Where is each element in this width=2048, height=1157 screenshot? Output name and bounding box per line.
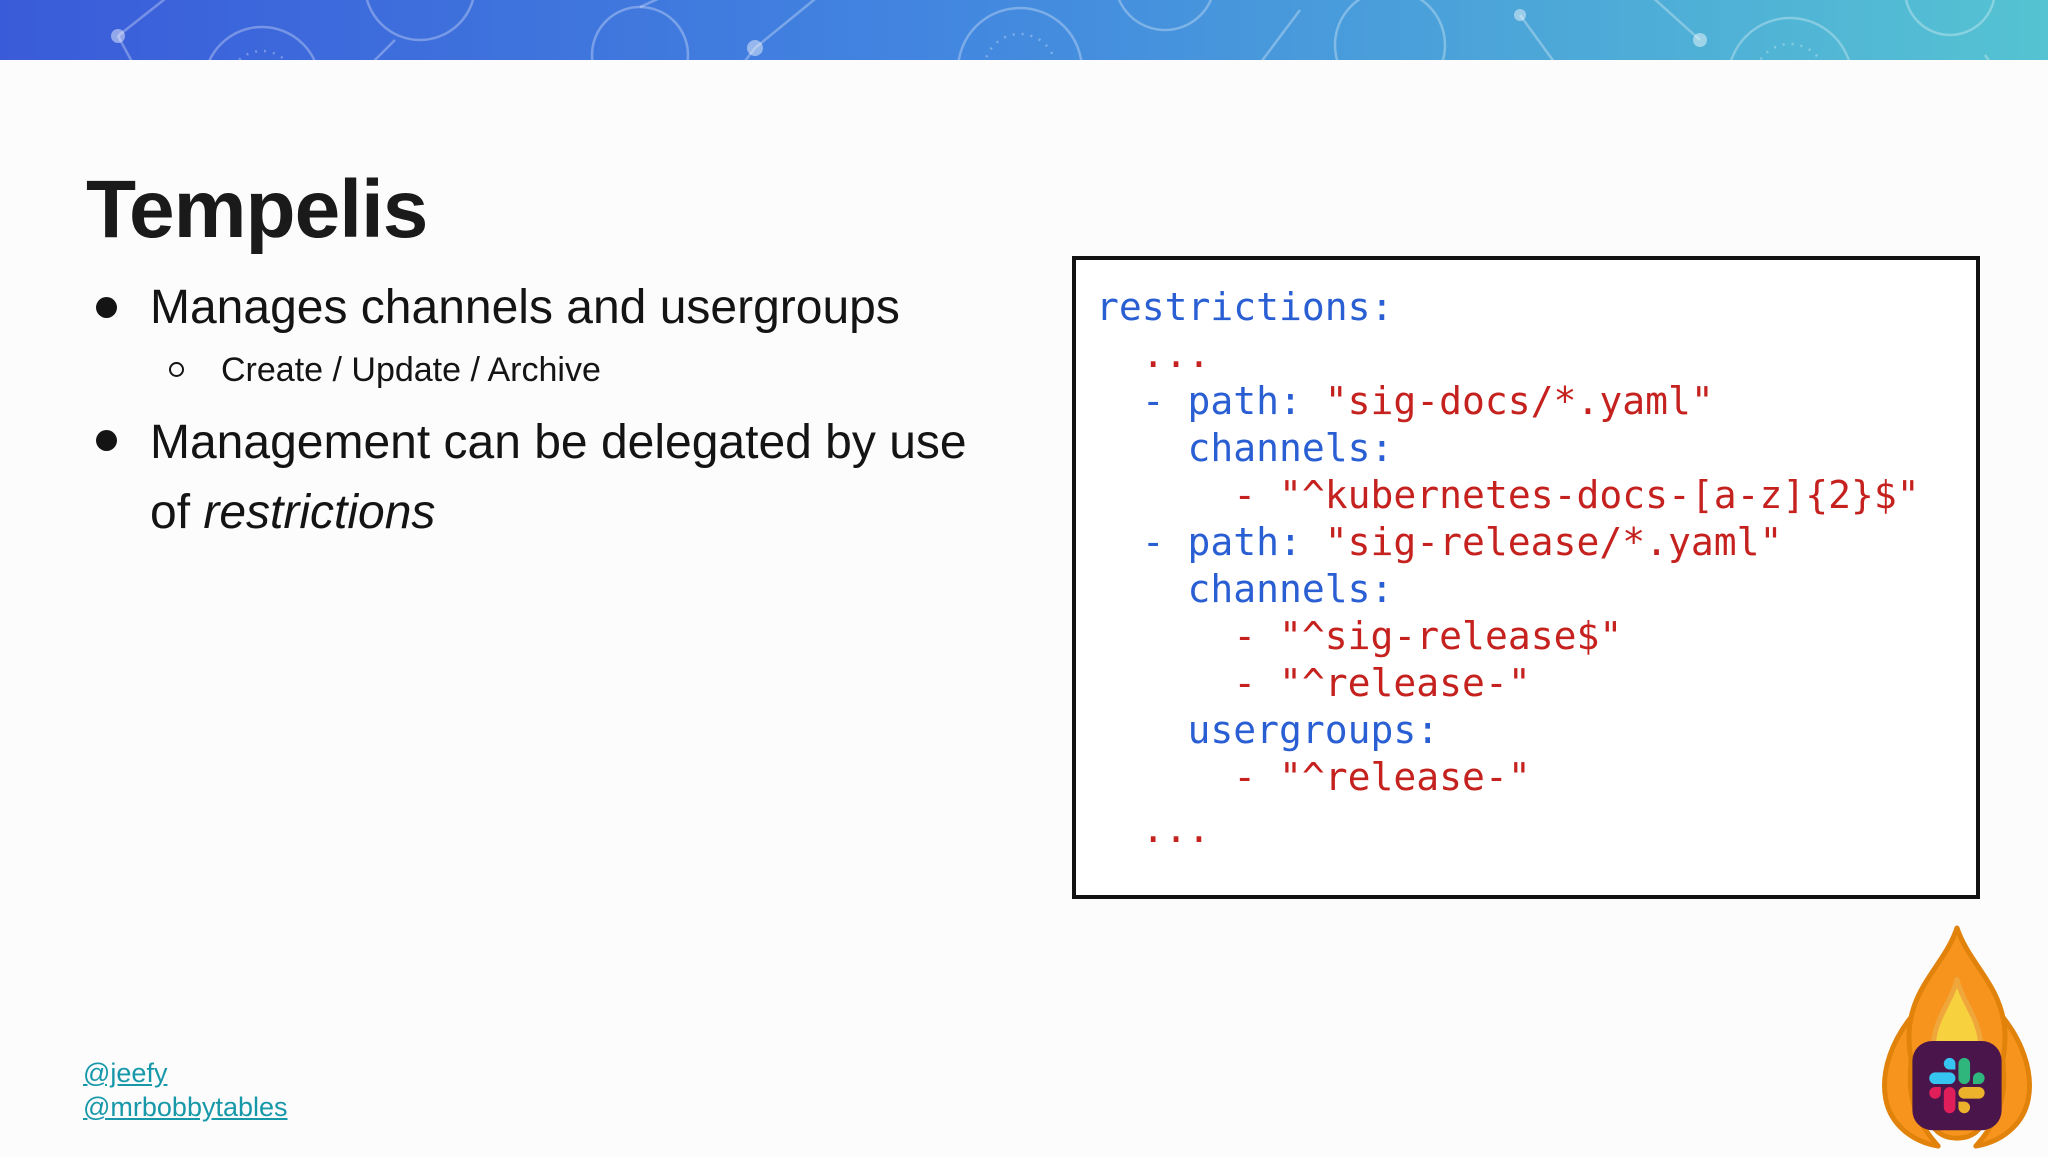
code-token-value: ... bbox=[1141, 332, 1211, 376]
code-token-key bbox=[1096, 661, 1233, 705]
code-line: ... bbox=[1096, 331, 1968, 378]
code-token-key bbox=[1096, 755, 1233, 799]
link-mrbobbytables[interactable]: @mrbobbytables bbox=[83, 1092, 288, 1122]
code-line: channels: bbox=[1096, 566, 1968, 613]
bullet-subitem-text: Create / Update / Archive bbox=[221, 351, 601, 389]
code-token-value: "sig-docs/*.yaml" bbox=[1324, 379, 1714, 423]
code-token-key: channels: bbox=[1096, 567, 1394, 611]
code-token-key: restrictions: bbox=[1096, 285, 1394, 329]
code-line: restrictions: bbox=[1096, 284, 1968, 331]
code-token-value: - "^sig-release$" bbox=[1233, 614, 1623, 658]
code-token-key bbox=[1096, 332, 1142, 376]
code-token-value: "sig-release/*.yaml" bbox=[1324, 520, 1783, 564]
code-block: restrictions: ... - path: "sig-docs/*.ya… bbox=[1072, 256, 1980, 899]
header-banner bbox=[0, 0, 2048, 60]
link-jeefy[interactable]: @jeefy bbox=[83, 1058, 168, 1088]
code-token-key bbox=[1096, 807, 1142, 851]
code-line: - "^release-" bbox=[1096, 660, 1968, 707]
code-line: - "^sig-release$" bbox=[1096, 613, 1968, 660]
code-line: - "^kubernetes-docs-[a-z]{2}$" bbox=[1096, 472, 1968, 519]
bullet-subitem-crud: Create / Update / Archive bbox=[169, 348, 601, 392]
code-token-key: - path: bbox=[1096, 379, 1325, 423]
code-token-key: - path: bbox=[1096, 520, 1325, 564]
page-title: Tempelis bbox=[86, 163, 428, 255]
code-line: - path: "sig-release/*.yaml" bbox=[1096, 519, 1968, 566]
code-line: ... bbox=[1096, 806, 1968, 853]
flame-icon bbox=[1882, 925, 2032, 1149]
bullet-item-delegation: Management can be delegated by use of re… bbox=[96, 408, 1046, 548]
code-token-value: - "^kubernetes-docs-[a-z]{2}$" bbox=[1233, 473, 1920, 517]
bullet-circle-icon bbox=[169, 362, 184, 377]
bullet-text-italic: restrictions bbox=[203, 486, 436, 539]
code-token-value: - "^release-" bbox=[1233, 755, 1531, 799]
bullet-item-text: Manages channels and usergroups bbox=[150, 281, 900, 334]
bullet-dot-icon bbox=[96, 297, 117, 318]
molecule-network-pattern-icon bbox=[111, 0, 1996, 60]
code-token-value: ... bbox=[1141, 807, 1211, 851]
code-line: usergroups: bbox=[1096, 707, 1968, 754]
code-token-key bbox=[1096, 473, 1233, 517]
bullet-dot-icon bbox=[96, 430, 117, 451]
bullet-text-plain: Management can be delegated by use of bbox=[150, 416, 967, 539]
code-line: channels: bbox=[1096, 425, 1968, 472]
code-line: - path: "sig-docs/*.yaml" bbox=[1096, 378, 1968, 425]
footer-links: @jeefy @mrbobbytables bbox=[83, 1056, 288, 1124]
code-token-key: channels: bbox=[1096, 426, 1394, 470]
code-line: - "^release-" bbox=[1096, 754, 1968, 801]
code-token-key bbox=[1096, 614, 1233, 658]
slack-logo-icon bbox=[1912, 1040, 2002, 1131]
code-block-lines: restrictions: ... - path: "sig-docs/*.ya… bbox=[1076, 260, 1976, 853]
code-token-value: - "^release-" bbox=[1233, 661, 1531, 705]
flame-slack-logo bbox=[1872, 922, 2042, 1152]
bullet-item-manages: Manages channels and usergroups bbox=[96, 278, 900, 338]
code-token-key: usergroups: bbox=[1096, 708, 1440, 752]
bullet-item-text: Management can be delegated by use of re… bbox=[150, 408, 980, 548]
